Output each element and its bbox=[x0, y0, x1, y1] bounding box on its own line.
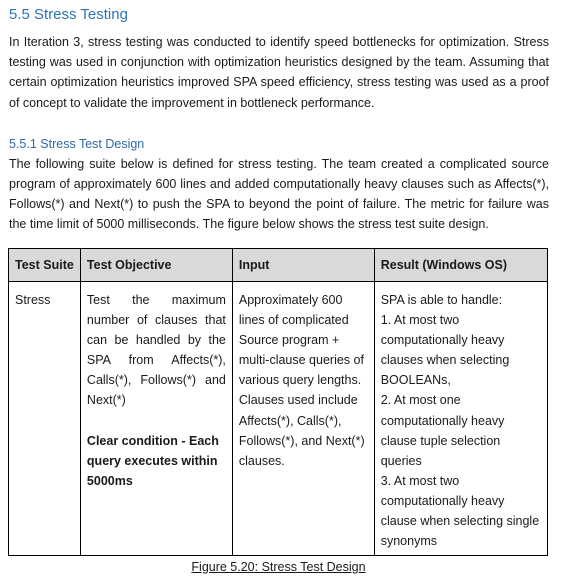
cell-objective: Test the maximum number of clauses that … bbox=[79, 280, 233, 557]
result-item-1: 1. At most two computationally heavy cla… bbox=[380, 313, 510, 388]
cell-result: SPA is able to handle: 1. At most two co… bbox=[373, 280, 549, 557]
objective-text: Test the maximum number of clauses that … bbox=[86, 293, 226, 408]
result-intro: SPA is able to handle: bbox=[380, 293, 503, 307]
cell-input: Approximately 600 lines of complicated S… bbox=[231, 280, 375, 557]
header-input: Input bbox=[231, 248, 375, 282]
result-item-3: 3. At most two computationally heavy cla… bbox=[380, 473, 540, 549]
clear-condition: Clear condition - Each query executes wi… bbox=[86, 433, 219, 488]
header-test-objective: Test Objective bbox=[79, 248, 233, 282]
header-result: Result (Windows OS) bbox=[373, 248, 549, 282]
document-page: 5.5 Stress Testing In Iteration 3, stres… bbox=[9, 0, 549, 235]
stress-test-table: Test Suite Test Objective Input Result (… bbox=[8, 248, 549, 557]
subsection-heading: 5.5.1 Stress Test Design bbox=[9, 136, 145, 151]
result-item-2: 2. At most one computationally heavy cla… bbox=[380, 393, 505, 468]
header-test-suite: Test Suite bbox=[8, 248, 81, 282]
subsection-paragraph: The following suite below is defined for… bbox=[9, 156, 549, 232]
table-row: Stress Test the maximum number of clause… bbox=[8, 280, 549, 557]
section-heading: 5.5 Stress Testing bbox=[9, 6, 128, 23]
cell-suite: Stress bbox=[8, 280, 81, 557]
section-paragraph: In Iteration 3, stress testing was condu… bbox=[9, 35, 549, 110]
table-header-row: Test Suite Test Objective Input Result (… bbox=[8, 248, 549, 282]
figure-caption: Figure 5.20: Stress Test Design bbox=[191, 560, 366, 574]
